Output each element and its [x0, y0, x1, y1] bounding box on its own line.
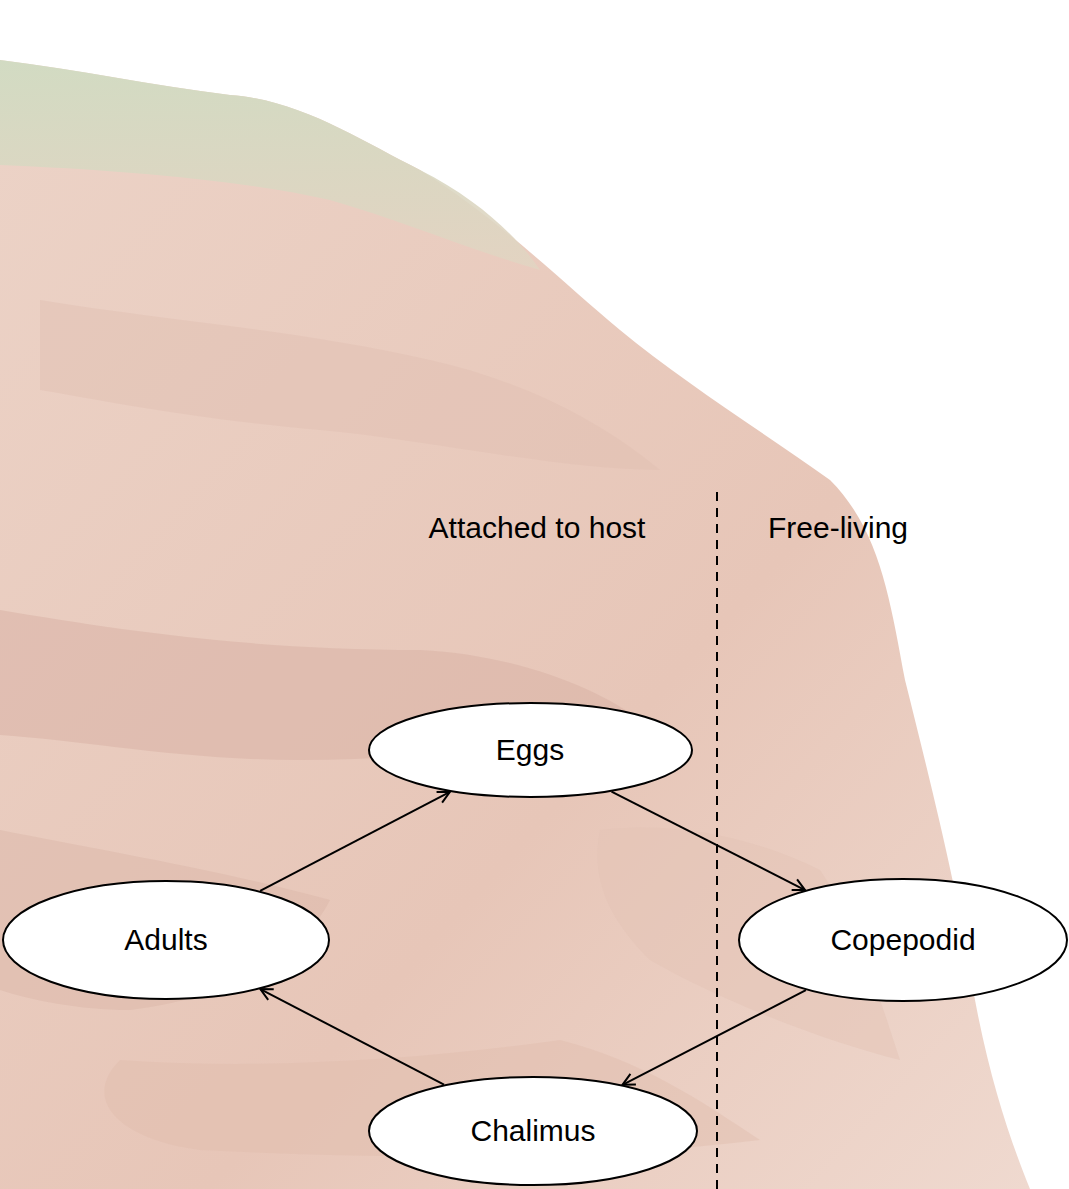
stage-name: Copepodid [830, 923, 975, 958]
region-label: Attached to host [429, 511, 646, 546]
stage-ellipse: Copepodid [738, 878, 1068, 1002]
stage-ellipse: Adults [2, 880, 330, 1000]
divider-dashed-line [716, 492, 718, 1189]
stage-name: Eggs [496, 733, 564, 768]
cycle-arrow [623, 990, 806, 1085]
stage-name: Adults [124, 923, 207, 958]
cycle-arrow [260, 989, 444, 1085]
region-label: Free-living [768, 511, 908, 546]
stage-ellipse: Chalimus [368, 1076, 698, 1186]
cycle-arrow [612, 792, 806, 891]
stage-ellipse: Eggs [368, 702, 693, 798]
cycle-arrow [260, 792, 450, 891]
stage-name: Chalimus [470, 1114, 595, 1149]
